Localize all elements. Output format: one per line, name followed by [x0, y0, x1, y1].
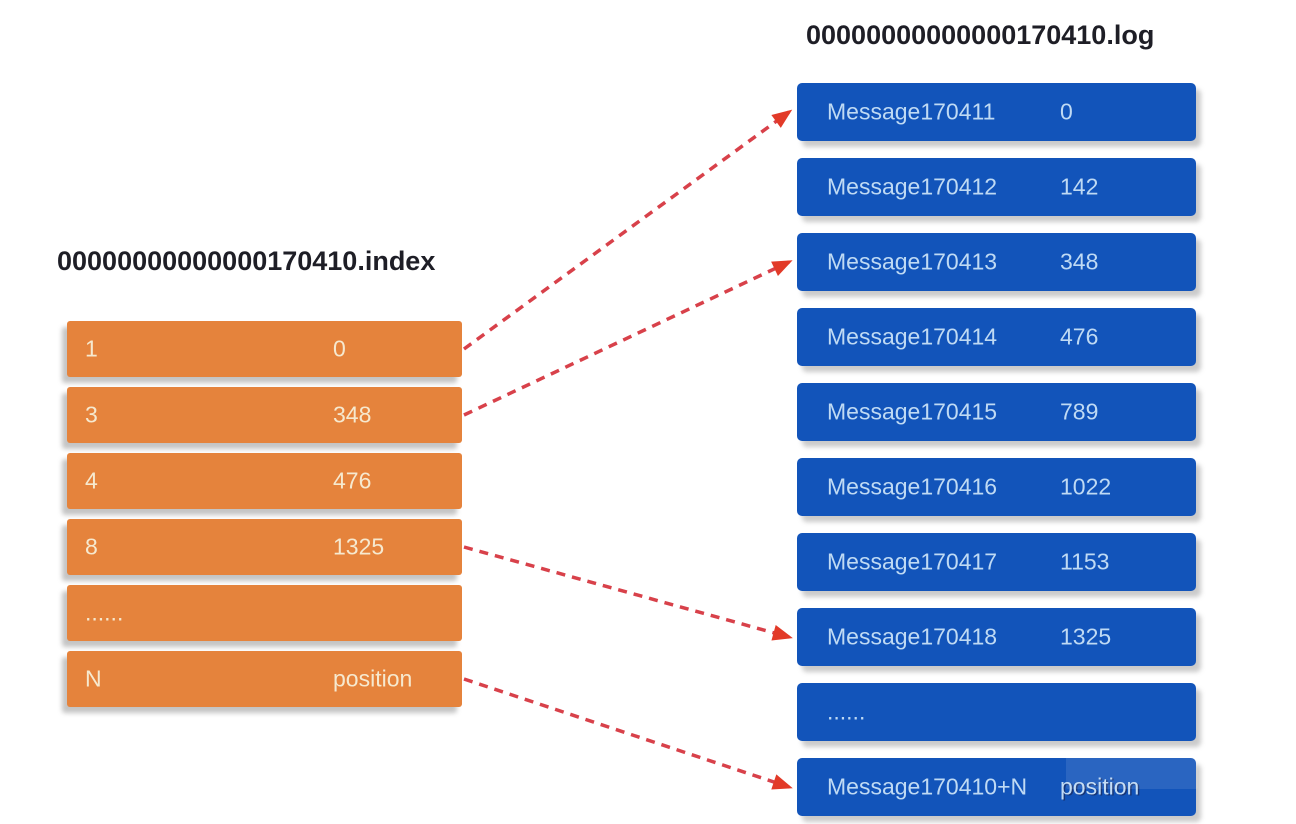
index-entry-position: 348: [333, 401, 372, 428]
log-entry-position: 789: [1060, 398, 1099, 425]
index-to-log-arrow: [463, 545, 793, 641]
log-entry-position: 0: [1060, 98, 1073, 125]
log-entry-position: 1022: [1060, 473, 1112, 500]
index-entry-row: 4 476: [67, 453, 462, 509]
log-entry-message: Message170411: [827, 98, 996, 125]
log-entry-message: Message170410+N: [827, 773, 1028, 800]
log-entry-message: Message170412: [827, 173, 998, 200]
log-entry-row: Message170418 1325: [797, 608, 1196, 666]
log-file-title: 00000000000000170410.log: [806, 20, 1155, 50]
index-entry-offset: ......: [85, 599, 124, 626]
index-to-log-arrow: [463, 260, 793, 417]
log-entry-row: Message170416 1022: [797, 458, 1196, 516]
index-entry-offset: 4: [85, 467, 98, 494]
index-to-log-arrow: [462, 109, 793, 351]
index-entry-offset: N: [85, 665, 102, 692]
index-entry-position: 476: [333, 467, 372, 494]
log-entry-message: Message170416: [827, 473, 998, 500]
index-entry-row: ......: [67, 585, 462, 641]
log-entry-position: 142: [1060, 173, 1099, 200]
log-entry-row: Message170417 1153: [797, 533, 1196, 591]
index-to-log-arrow: [463, 677, 793, 790]
log-entry-message: Message170414: [827, 323, 998, 350]
log-entry-row: Message170414 476: [797, 308, 1196, 366]
index-entry-position: position: [333, 665, 413, 692]
log-entry-position: 1325: [1060, 623, 1112, 650]
index-entry-offset: 8: [85, 533, 98, 560]
index-file-title: 00000000000000170410.index: [57, 246, 436, 276]
log-entry-position: 348: [1060, 248, 1099, 275]
log-entry-message: ......: [827, 698, 866, 725]
log-entry-message: Message170417: [827, 548, 998, 575]
index-entry-row: 8 1325: [67, 519, 462, 575]
index-entry-offset: 3: [85, 401, 98, 428]
log-entry-row: Message170413 348: [797, 233, 1196, 291]
log-entry-message: Message170413: [827, 248, 998, 275]
log-entry-message: Message170415: [827, 398, 998, 425]
index-entry-offset: 1: [85, 335, 98, 362]
log-entry-position: 476: [1060, 323, 1099, 350]
log-entry-row: Message170415 789: [797, 383, 1196, 441]
log-entry-position: 1153: [1060, 548, 1110, 575]
log-entry-position: position: [1060, 773, 1140, 800]
log-entry-row: ......: [797, 683, 1196, 741]
index-entry-position: 1325: [333, 533, 385, 560]
index-entry-position: 0: [333, 335, 346, 362]
log-entry-row: Message170412 142: [797, 158, 1196, 216]
log-entry-row: Message170410+N position: [797, 753, 1198, 816]
log-entry-message: Message170418: [827, 623, 998, 650]
log-entry-row: Message170411 0: [797, 83, 1196, 141]
index-entry-row: 3 348: [67, 387, 462, 443]
